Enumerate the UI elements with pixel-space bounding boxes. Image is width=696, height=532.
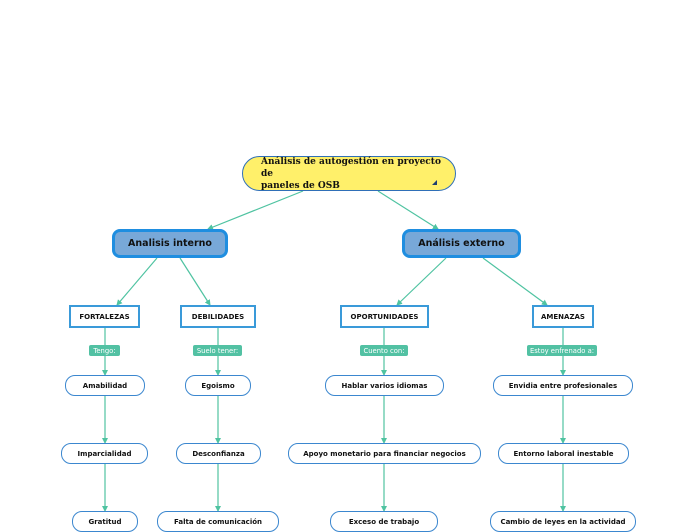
strength-item[interactable]: Imparcialidad xyxy=(61,443,148,464)
threats-tag-label: Estoy enfrenado a: xyxy=(529,346,595,355)
opportunities-connector-tag[interactable]: Cuento con: xyxy=(360,345,408,356)
opportunity-item[interactable]: Apoyo monetario para financiar negocios xyxy=(288,443,481,464)
strength-item-label: Gratitud xyxy=(88,517,122,526)
weaknesses-topic[interactable]: DEBILIDADES xyxy=(180,305,256,328)
opportunities-topic[interactable]: OPORTUNIDADES xyxy=(340,305,429,328)
threat-item[interactable]: Envidia entre profesionales xyxy=(493,375,633,396)
opportunity-item-label: Exceso de trabajo xyxy=(348,517,420,526)
weakness-item[interactable]: Egoismo xyxy=(185,375,251,396)
threat-item[interactable]: Cambio de leyes en la actividad xyxy=(490,511,636,532)
threat-item-label: Envidia entre profesionales xyxy=(508,381,618,390)
strength-item-label: Imparcialidad xyxy=(77,449,132,458)
opportunities-label: OPORTUNIDADES xyxy=(350,312,419,321)
threat-item-label: Cambio de leyes en la actividad xyxy=(500,517,626,526)
threats-topic[interactable]: AMENAZAS xyxy=(532,305,594,328)
strengths-tag-label: Tengo: xyxy=(93,346,116,355)
threats-connector-tag[interactable]: Estoy enfrenado a: xyxy=(527,345,597,356)
root-topic[interactable]: Análisis de autogestión en proyecto de p… xyxy=(242,156,456,191)
weakness-item-label: Desconfianza xyxy=(192,449,245,458)
threats-label: AMENAZAS xyxy=(541,312,585,321)
weaknesses-connector-tag[interactable]: Suelo tener: xyxy=(193,345,242,356)
weaknesses-label: DEBILIDADES xyxy=(191,312,245,321)
weaknesses-tag-label: Suelo tener: xyxy=(196,346,239,355)
connector-lines xyxy=(102,190,566,512)
strength-item[interactable]: Gratitud xyxy=(72,511,138,532)
opportunity-item-label: Hablar varios idiomas xyxy=(341,381,428,390)
strengths-connector-tag[interactable]: Tengo: xyxy=(89,345,120,356)
opportunity-item[interactable]: Hablar varios idiomas xyxy=(325,375,444,396)
weakness-item[interactable]: Falta de comunicación xyxy=(157,511,279,532)
strength-item-label: Amabilidad xyxy=(82,381,128,390)
external-analysis-topic[interactable]: Análisis externo xyxy=(402,229,521,258)
root-topic-line-1: Análisis de autogestión en proyecto de xyxy=(261,156,441,179)
strength-item[interactable]: Amabilidad xyxy=(65,375,145,396)
external-analysis-label: Análisis externo xyxy=(418,238,505,249)
opportunities-tag-label: Cuento con: xyxy=(363,346,405,355)
internal-analysis-topic[interactable]: Analisis interno xyxy=(112,229,228,258)
resize-corner-icon[interactable] xyxy=(432,180,437,185)
opportunity-item-label: Apoyo monetario para financiar negocios xyxy=(303,449,466,458)
internal-analysis-label: Analisis interno xyxy=(128,238,212,249)
weakness-item-label: Falta de comunicación xyxy=(173,517,263,526)
threat-item[interactable]: Entorno laboral inestable xyxy=(498,443,629,464)
threat-item-label: Entorno laboral inestable xyxy=(513,449,614,458)
strengths-label: FORTALEZAS xyxy=(79,312,130,321)
opportunity-item[interactable]: Exceso de trabajo xyxy=(330,511,438,532)
weakness-item[interactable]: Desconfianza xyxy=(176,443,261,464)
weakness-item-label: Egoismo xyxy=(201,381,235,390)
root-topic-line-2: paneles de OSB xyxy=(261,180,340,191)
strengths-topic[interactable]: FORTALEZAS xyxy=(69,305,140,328)
